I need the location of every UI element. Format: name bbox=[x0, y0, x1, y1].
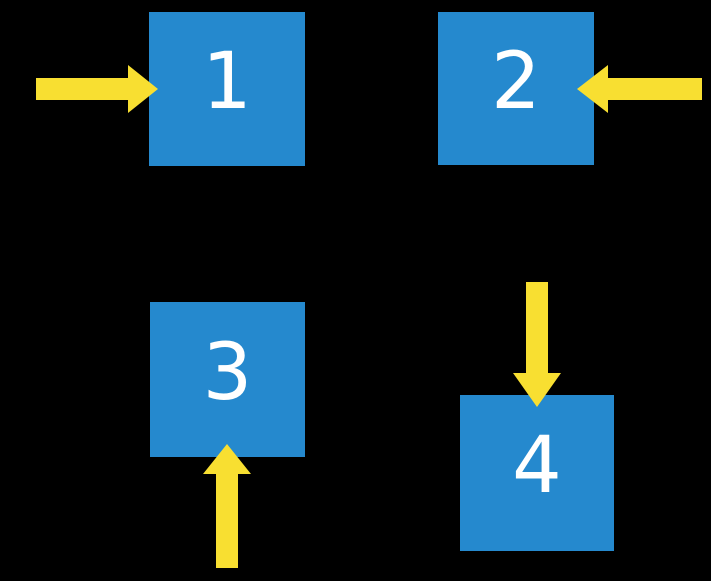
square-3-label: 3 bbox=[202, 327, 253, 418]
square-2: 2 bbox=[438, 12, 594, 165]
square-1-label: 1 bbox=[202, 37, 252, 127]
square-1: 1 bbox=[149, 12, 305, 166]
square-3: 3 bbox=[150, 302, 305, 457]
square-2-label: 2 bbox=[491, 36, 541, 127]
square-4-label: 4 bbox=[512, 421, 562, 511]
arrow-left-icon bbox=[577, 65, 702, 113]
arrow-right-icon bbox=[36, 65, 158, 113]
square-4: 4 bbox=[460, 395, 614, 551]
arrow-down-icon bbox=[513, 282, 561, 407]
arrow-up-icon bbox=[203, 444, 251, 568]
